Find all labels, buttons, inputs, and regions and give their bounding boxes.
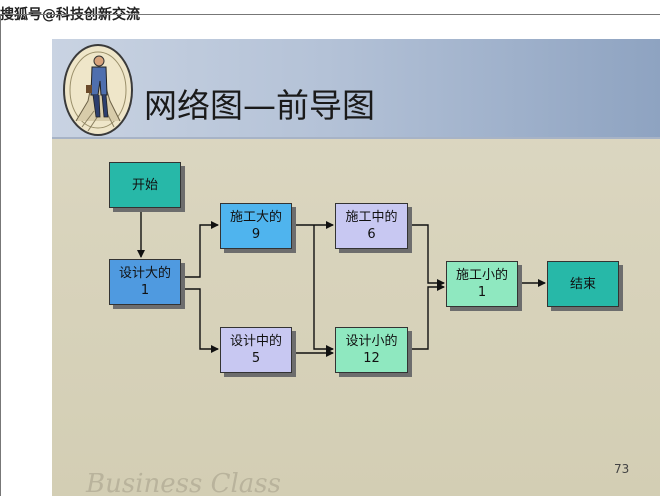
node-build-medium: 施工中的 6	[335, 203, 408, 249]
watermark-text: 搜狐号@科技创新交流	[0, 7, 140, 23]
node-label: 设计大的	[118, 266, 171, 281]
node-label: 结束	[569, 276, 596, 292]
node-value: 5	[251, 351, 261, 366]
top-border-line	[0, 14, 660, 15]
node-label: 开始	[131, 177, 158, 193]
title-band-divider	[52, 137, 660, 139]
slide-title: 网络图—前导图	[144, 86, 375, 125]
node-design-small: 设计小的 12	[335, 327, 408, 373]
node-label: 施工中的	[345, 210, 398, 225]
node-build-small: 施工小的 1	[446, 261, 518, 307]
left-border-line	[0, 14, 1, 496]
node-value: 9	[251, 227, 261, 242]
node-design-large: 设计大的 1	[109, 259, 181, 305]
title-band	[52, 39, 660, 137]
link-build-large-to-design-small	[313, 225, 334, 353]
node-end: 结束	[547, 261, 619, 307]
node-label: 施工大的	[229, 210, 282, 225]
node-label: 设计中的	[229, 334, 282, 349]
node-label: 设计小的	[345, 334, 398, 349]
page-number: 73	[614, 462, 630, 476]
node-value: 6	[367, 227, 376, 242]
connector-lines	[137, 209, 546, 357]
link-design-small-to-build-small	[408, 283, 445, 350]
node-design-medium: 设计中的 5	[220, 327, 292, 373]
decorative-script-text: Business Class	[86, 469, 281, 496]
node-value: 1	[477, 285, 487, 300]
node-build-large: 施工大的 9	[220, 203, 292, 249]
node-label: 施工小的	[455, 268, 508, 283]
node-value: 1	[140, 283, 150, 298]
slide: 网络图—前导图 开始 设计大的 1 施工大的 9 设计中的 5	[52, 39, 660, 496]
businessman-logo-icon	[63, 44, 133, 136]
link-build-medium-to-build-small	[408, 224, 445, 287]
link-design-large-to-design-medium	[180, 288, 219, 353]
node-start: 开始	[109, 162, 181, 208]
link-design-large-to-build-large	[180, 221, 219, 278]
node-value: 12	[363, 351, 380, 366]
